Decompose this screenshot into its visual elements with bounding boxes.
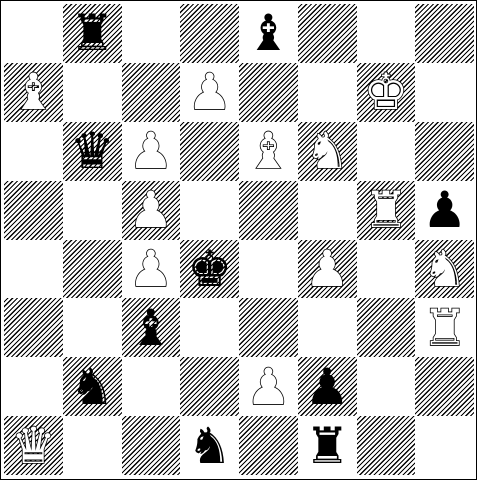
white-pawn-icon[interactable]: ♟ <box>128 185 173 235</box>
square-h1[interactable] <box>415 416 474 475</box>
square-g1[interactable] <box>357 416 416 475</box>
square-a3[interactable] <box>4 298 63 357</box>
white-queen-icon[interactable]: ♛ <box>11 421 56 471</box>
square-g3[interactable] <box>357 298 416 357</box>
square-f5[interactable] <box>298 181 357 240</box>
square-g2[interactable] <box>357 357 416 416</box>
square-g4[interactable] <box>357 240 416 299</box>
square-e4[interactable] <box>239 240 298 299</box>
square-f3[interactable] <box>298 298 357 357</box>
square-a8[interactable] <box>4 4 63 63</box>
square-g6[interactable] <box>357 122 416 181</box>
square-a5[interactable] <box>4 181 63 240</box>
square-c3[interactable]: ♝ <box>122 298 181 357</box>
white-rook-icon[interactable]: ♜ <box>422 303 467 353</box>
square-h4[interactable]: ♞ <box>415 240 474 299</box>
white-bishop-icon[interactable]: ♝ <box>11 67 56 117</box>
square-e1[interactable] <box>239 416 298 475</box>
square-a1[interactable]: ♛ <box>4 416 63 475</box>
square-h8[interactable] <box>415 4 474 63</box>
white-pawn-icon[interactable]: ♟ <box>246 362 291 412</box>
square-f6[interactable]: ♞ <box>298 122 357 181</box>
square-b7[interactable] <box>63 63 122 122</box>
black-bishop-icon[interactable]: ♝ <box>246 8 291 58</box>
black-pawn-icon[interactable]: ♟ <box>422 185 467 235</box>
white-king-icon[interactable]: ♚ <box>363 67 408 117</box>
white-pawn-icon[interactable]: ♟ <box>128 126 173 176</box>
chess-board: ♜ ♝ ♝ ♟ ♚ ♛ ♟ ♝ ♞ ♟ ♜ ♟ ♟ ♚ ♟ ♞ ♝ ♜ ♞ ♟ ♟ ♛ ♞ ♜ <box>4 4 474 475</box>
square-c7[interactable] <box>122 63 181 122</box>
square-f7[interactable] <box>298 63 357 122</box>
square-c8[interactable] <box>122 4 181 63</box>
square-d1[interactable]: ♞ <box>180 416 239 475</box>
square-f8[interactable] <box>298 4 357 63</box>
square-e3[interactable] <box>239 298 298 357</box>
square-g5[interactable]: ♜ <box>357 181 416 240</box>
black-queen-icon[interactable]: ♛ <box>70 126 115 176</box>
white-bishop-icon[interactable]: ♝ <box>246 126 291 176</box>
square-c5[interactable]: ♟ <box>122 181 181 240</box>
square-h2[interactable] <box>415 357 474 416</box>
white-pawn-icon[interactable]: ♟ <box>305 244 350 294</box>
square-f2[interactable]: ♟ <box>298 357 357 416</box>
square-f4[interactable]: ♟ <box>298 240 357 299</box>
square-e7[interactable] <box>239 63 298 122</box>
square-d7[interactable]: ♟ <box>180 63 239 122</box>
square-d3[interactable] <box>180 298 239 357</box>
black-bishop-icon[interactable]: ♝ <box>128 303 173 353</box>
square-b3[interactable] <box>63 298 122 357</box>
square-d4[interactable]: ♚ <box>180 240 239 299</box>
square-c4[interactable]: ♟ <box>122 240 181 299</box>
black-knight-icon[interactable]: ♞ <box>70 362 115 412</box>
square-e5[interactable] <box>239 181 298 240</box>
square-e2[interactable]: ♟ <box>239 357 298 416</box>
black-king-icon[interactable]: ♚ <box>187 244 232 294</box>
square-b4[interactable] <box>63 240 122 299</box>
black-rook-icon[interactable]: ♜ <box>70 8 115 58</box>
square-h6[interactable] <box>415 122 474 181</box>
square-c6[interactable]: ♟ <box>122 122 181 181</box>
square-h3[interactable]: ♜ <box>415 298 474 357</box>
square-d8[interactable] <box>180 4 239 63</box>
square-d5[interactable] <box>180 181 239 240</box>
square-b5[interactable] <box>63 181 122 240</box>
square-c1[interactable] <box>122 416 181 475</box>
square-h7[interactable] <box>415 63 474 122</box>
square-f1[interactable]: ♜ <box>298 416 357 475</box>
square-a6[interactable] <box>4 122 63 181</box>
square-b8[interactable]: ♜ <box>63 4 122 63</box>
white-pawn-icon[interactable]: ♟ <box>128 244 173 294</box>
square-h5[interactable]: ♟ <box>415 181 474 240</box>
square-b6[interactable]: ♛ <box>63 122 122 181</box>
square-a7[interactable]: ♝ <box>4 63 63 122</box>
white-pawn-icon[interactable]: ♟ <box>187 67 232 117</box>
square-b1[interactable] <box>63 416 122 475</box>
black-rook-icon[interactable]: ♜ <box>305 421 350 471</box>
white-rook-icon[interactable]: ♜ <box>363 185 408 235</box>
black-knight-icon[interactable]: ♞ <box>187 421 232 471</box>
square-e8[interactable]: ♝ <box>239 4 298 63</box>
square-d2[interactable] <box>180 357 239 416</box>
square-e6[interactable]: ♝ <box>239 122 298 181</box>
white-knight-icon[interactable]: ♞ <box>422 244 467 294</box>
square-g7[interactable]: ♚ <box>357 63 416 122</box>
black-pawn-icon[interactable]: ♟ <box>305 362 350 412</box>
square-a2[interactable] <box>4 357 63 416</box>
square-b2[interactable]: ♞ <box>63 357 122 416</box>
square-c2[interactable] <box>122 357 181 416</box>
square-d6[interactable] <box>180 122 239 181</box>
white-knight-icon[interactable]: ♞ <box>305 126 350 176</box>
square-a4[interactable] <box>4 240 63 299</box>
square-g8[interactable] <box>357 4 416 63</box>
